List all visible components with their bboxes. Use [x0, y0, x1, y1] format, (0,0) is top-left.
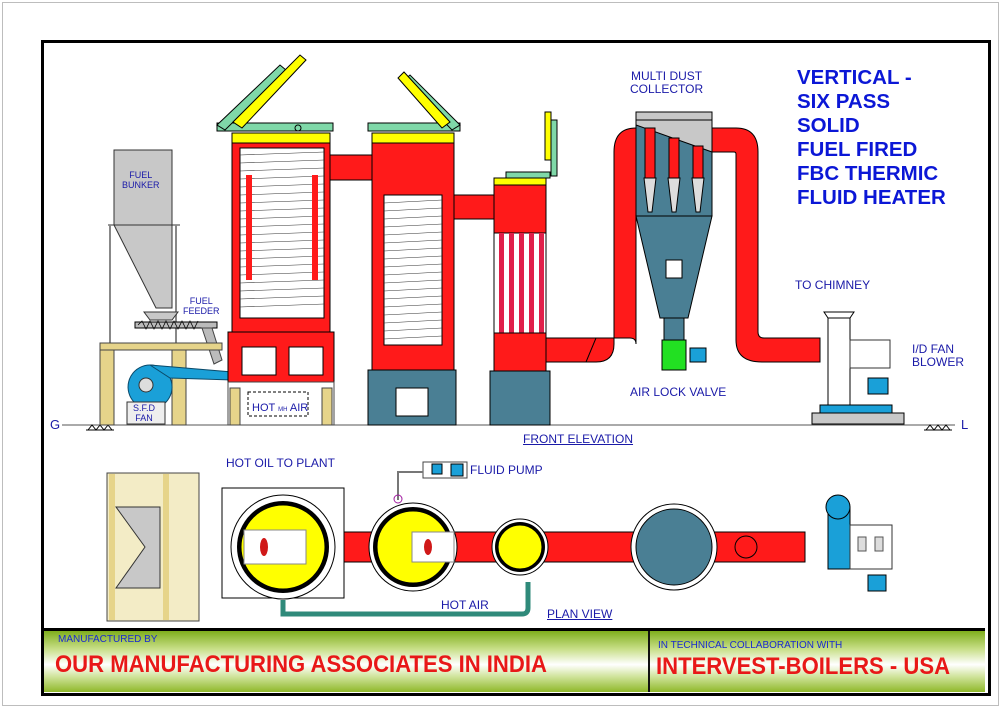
footer-divider — [648, 631, 650, 692]
plan-id-fan — [825, 494, 893, 592]
collaboration-caption: IN TECHNICAL COLLABORATION WITH — [658, 640, 843, 651]
collaborator-name: INTERVEST-BOILERS - USA — [656, 653, 951, 680]
hot-air-label: HOT AIR — [441, 598, 489, 612]
title-line: FUEL FIRED — [797, 138, 918, 161]
plan-heater-3 — [491, 518, 549, 576]
plan-heater-1 — [221, 487, 345, 600]
title-block-footer: MANUFACTURED BY OUR MANUFACTURING ASSOCI… — [44, 628, 985, 692]
lid-frame-1 — [216, 54, 334, 132]
lid-frame-2 — [367, 71, 461, 132]
air-lock-valve-label: AIR LOCK VALVE — [630, 385, 727, 399]
multi-dust-collector — [635, 111, 713, 341]
fuel-bunker — [108, 149, 180, 345]
hot-oil-to-plant-label: HOT OIL TO PLANT — [226, 456, 335, 470]
ground-label-left: G — [50, 417, 61, 432]
drawing-title: VERTICAL - SIX PASS SOLID FUEL FIRED FBC… — [797, 66, 946, 210]
plan-damper — [734, 535, 758, 559]
title-line: FBC THERMIC — [797, 162, 939, 185]
furnace-pass-1 — [227, 132, 335, 426]
title-line: SIX PASS — [797, 90, 891, 113]
manufactured-by-caption: MANUFACTURED BY — [58, 634, 158, 645]
flue-duct-1 — [545, 127, 647, 363]
duct-2-3 — [453, 194, 495, 220]
plan-dust-collector — [630, 503, 718, 591]
fluid-pump-label: FLUID PUMP — [470, 463, 543, 477]
title-line: SOLID — [797, 114, 860, 137]
flue-duct-2 — [711, 127, 821, 363]
ground-hatch-left — [86, 424, 114, 431]
title-line: VERTICAL - — [797, 66, 912, 89]
ground-hatch-right — [924, 424, 952, 431]
lid-frame-3 — [505, 111, 558, 179]
support-structure — [99, 342, 223, 426]
title-line: FLUID HEATER — [797, 186, 946, 209]
to-chimney-label: TO CHIMNEY — [795, 278, 871, 292]
plan-view-label: PLAN VIEW — [547, 607, 613, 621]
plan-bunker — [106, 472, 200, 622]
manufacturer-name: OUR MANUFACTURING ASSOCIATES IN INDIA — [55, 651, 547, 678]
hot-air-box-label: HOT MH AIR — [252, 402, 309, 414]
plan-fluid-pump — [393, 461, 468, 504]
plan-hot-air-duct — [280, 582, 531, 617]
air-lock-valve — [661, 339, 707, 371]
furnace-pass-2 — [367, 132, 457, 426]
sfd-fan — [126, 364, 233, 425]
furnace-pass-3 — [489, 177, 551, 426]
ground-label-right: L — [961, 417, 969, 432]
plan-heater-2 — [368, 502, 458, 592]
front-elevation-label: FRONT ELEVATION — [523, 432, 634, 446]
id-fan-blower — [811, 311, 905, 425]
